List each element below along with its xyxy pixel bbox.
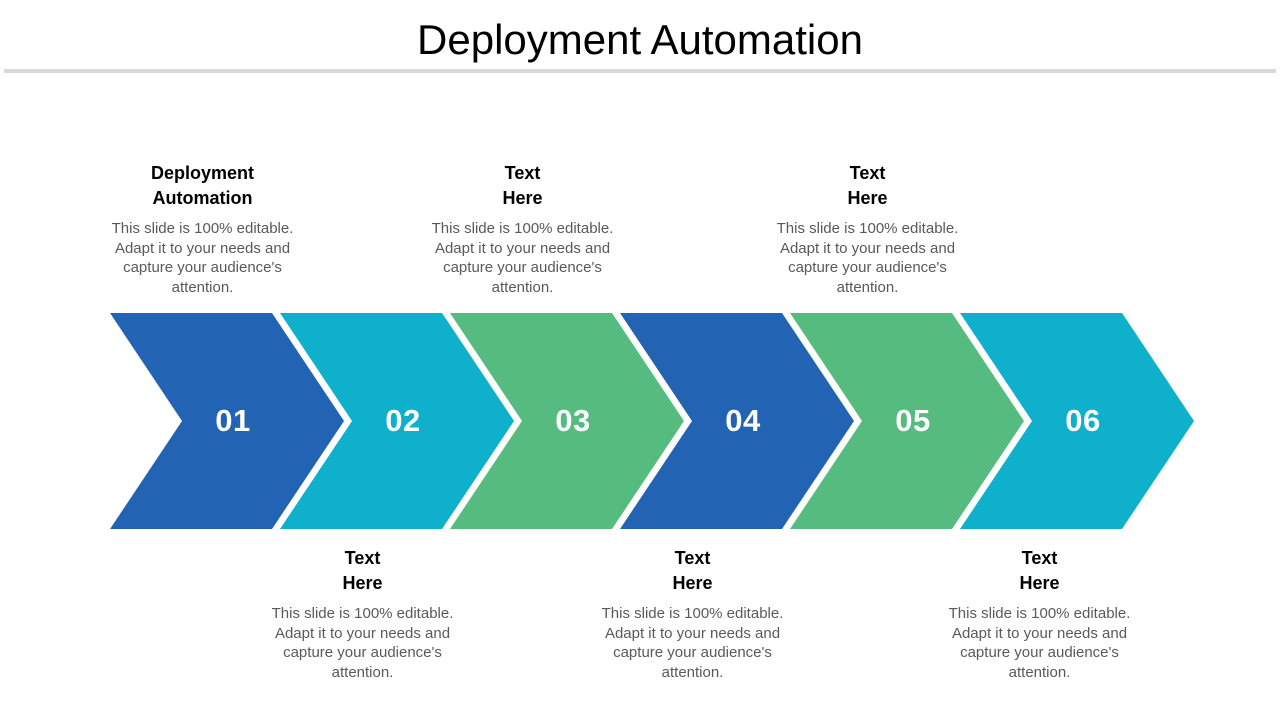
text-block-bottom-3: Text Here This slide is 100% editable. A… — [932, 546, 1147, 682]
text-block-body: This slide is 100% editable. Adapt it to… — [948, 605, 1131, 681]
process-step-number: 05 — [895, 403, 931, 438]
process-step-number: 03 — [555, 403, 591, 438]
text-block-heading: Text Here — [672, 548, 713, 593]
text-block-top-3: Text Here This slide is 100% editable. A… — [760, 161, 975, 297]
process-step-number: 06 — [1065, 403, 1101, 438]
title-divider — [4, 69, 1276, 73]
text-block-body: This slide is 100% editable. Adapt it to… — [271, 605, 454, 681]
process-step-number: 02 — [385, 403, 421, 438]
process-step-number: 01 — [215, 403, 251, 438]
text-block-body: This slide is 100% editable. Adapt it to… — [431, 220, 614, 296]
page-title: Deployment Automation — [417, 16, 863, 63]
process-chevron-band: 01 02 03 04 05 06 — [110, 313, 1174, 529]
text-block-top-2: Text Here This slide is 100% editable. A… — [415, 161, 630, 297]
text-block-body: This slide is 100% editable. Adapt it to… — [601, 605, 784, 681]
text-block-heading: Text Here — [1019, 548, 1060, 593]
text-block-heading: Text Here — [847, 163, 888, 208]
text-block-bottom-2: Text Here This slide is 100% editable. A… — [585, 546, 800, 682]
process-step-number: 04 — [725, 403, 761, 438]
text-block-heading: Text Here — [502, 163, 543, 208]
text-block-heading: Deployment Automation — [150, 163, 255, 208]
text-block-body: This slide is 100% editable. Adapt it to… — [111, 220, 294, 296]
text-block-bottom-1: Text Here This slide is 100% editable. A… — [255, 546, 470, 682]
text-block-heading: Text Here — [342, 548, 383, 593]
text-block-top-1: Deployment Automation This slide is 100%… — [95, 161, 310, 297]
text-block-body: This slide is 100% editable. Adapt it to… — [776, 220, 959, 296]
